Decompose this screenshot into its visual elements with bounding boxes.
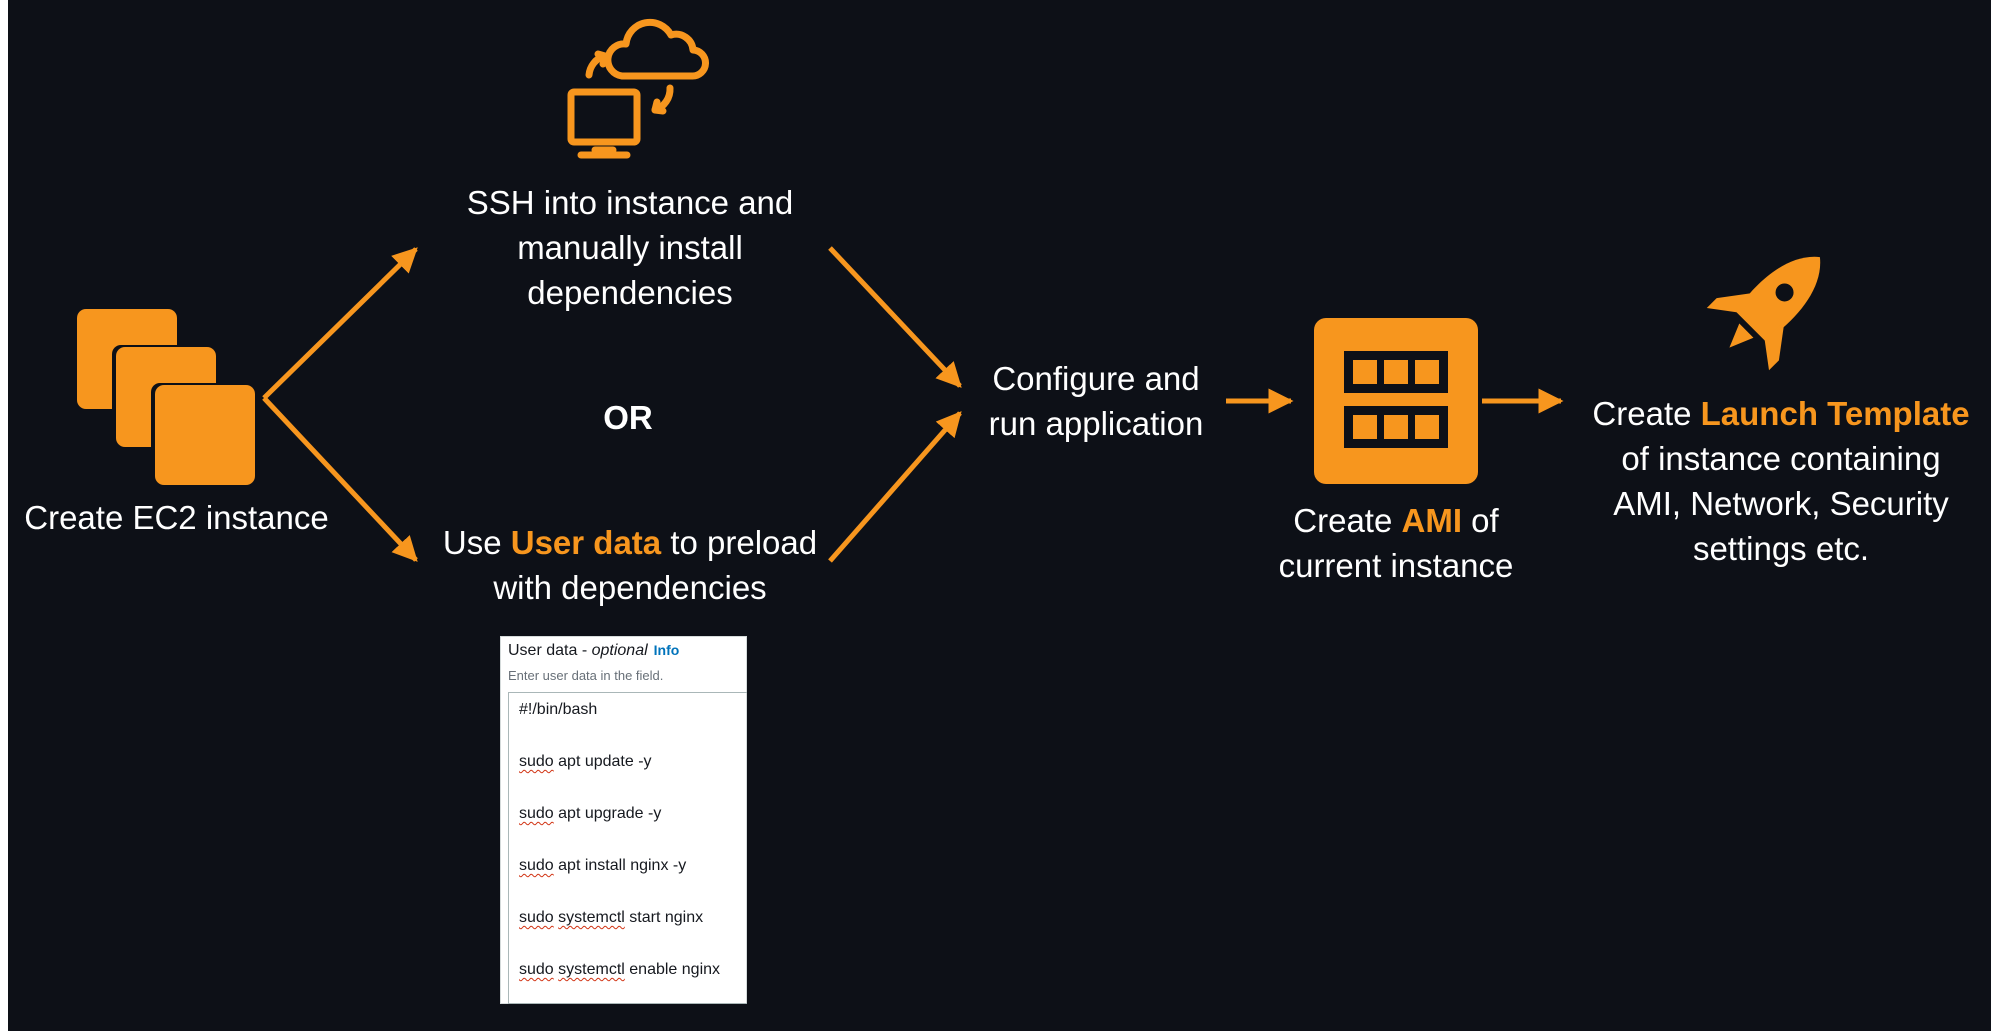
arrow-ssh-to-configure — [828, 246, 962, 388]
arrow-ec2-to-userdata — [262, 396, 418, 562]
ssh-step-label: SSH into instance and manually install d… — [466, 184, 794, 311]
code-line: #!/bin/bash — [519, 701, 598, 718]
arrow-userdata-to-configure — [828, 411, 962, 563]
code-line: sudo apt upgrade -y — [519, 805, 662, 822]
arrow-ec2-to-ssh — [262, 247, 418, 400]
create-ec2-label: Create EC2 instance — [24, 499, 329, 536]
code-line: sudo systemctl start nginx — [519, 909, 704, 926]
rocket-icon — [1706, 256, 1821, 371]
ami-icon — [1314, 318, 1478, 484]
user-data-description: Enter user data in the field. — [508, 668, 664, 683]
launch-template-step-label: Create Launch Template of instance conta… — [1592, 395, 1970, 567]
diagram-graphics — [77, 18, 1821, 563]
info-link[interactable]: Info — [653, 642, 680, 658]
code-line: sudo systemctl enable nginx — [519, 961, 721, 978]
user-data-step-label: Use User data to preload with dependenci… — [442, 524, 818, 606]
code-line: sudo apt update -y — [519, 753, 652, 770]
diagram-canvas: Create EC2 instance SSH into instance an… — [8, 0, 1991, 1031]
ec2-instances-icon — [77, 309, 255, 485]
or-label: OR — [603, 399, 653, 436]
computer-cloud-sync-icon — [567, 18, 709, 159]
user-data-textarea[interactable]: #!/bin/bash sudo apt update -y sudo apt … — [508, 692, 747, 1004]
configure-step-label: Configure and run application — [988, 360, 1204, 442]
code-line: sudo apt install nginx -y — [519, 857, 687, 874]
ami-step-label: Create AMI of current instance — [1278, 502, 1514, 584]
